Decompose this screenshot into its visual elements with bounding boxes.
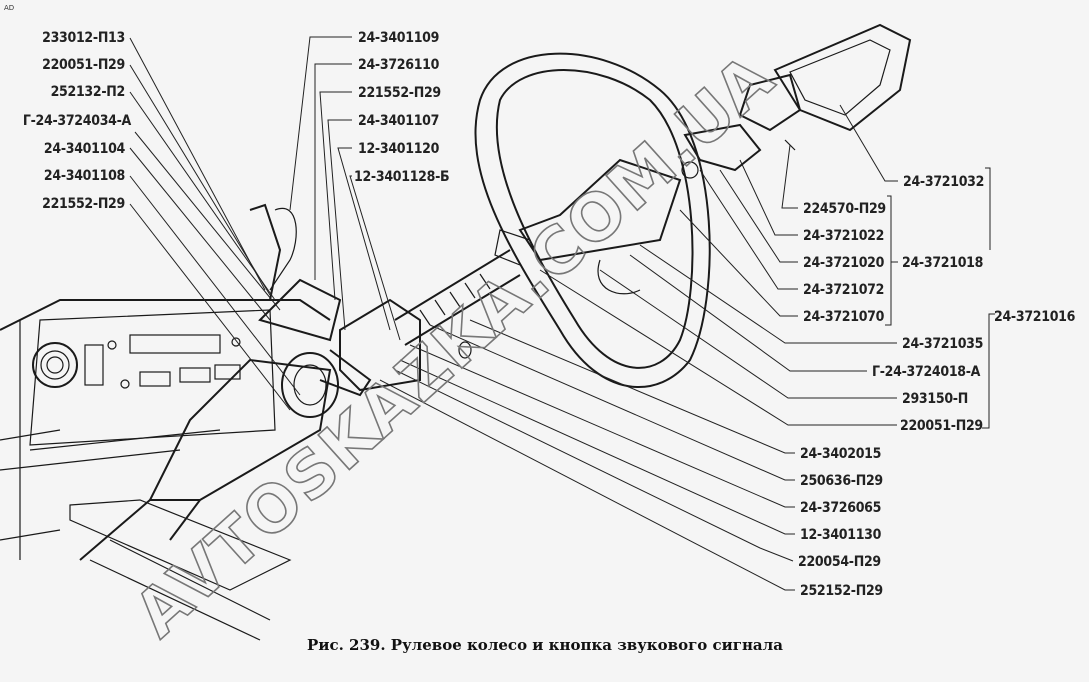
part-label: 220054-П29 — [798, 554, 881, 570]
part-label: 24-3721035 — [902, 336, 983, 352]
right-labels: 24-3721032 224570-П29 24-3721022 24-3721… — [803, 174, 1076, 434]
part-label: 224570-П29 — [803, 201, 886, 217]
part-label: 12-3401120 — [358, 141, 440, 157]
part-label: 24-3401108 — [44, 168, 125, 184]
part-label: 24-3402015 — [800, 446, 881, 462]
part-label: Г-24-3724018-А — [872, 364, 981, 380]
part-label: 233012-П13 — [42, 30, 125, 46]
steering-wheel-drawing — [474, 52, 711, 389]
part-label: 221552-П29 — [42, 196, 125, 212]
part-label: 24-3401107 — [358, 113, 439, 129]
part-label: 24-3726110 — [358, 57, 440, 73]
part-label: 24-3721032 — [903, 174, 984, 190]
part-label: 12-3401128-Б — [354, 169, 449, 185]
part-label: 24-3721022 — [803, 228, 884, 244]
dashboard-drawing — [0, 299, 331, 641]
part-label: 12-3401130 — [800, 527, 882, 543]
bottom-labels: 24-3402015 250636-П29 24-3726065 12-3401… — [798, 446, 883, 599]
part-label: Г-24-3724034-А — [23, 113, 132, 129]
part-label: 293150-П — [902, 391, 968, 407]
group-label: 24-3721016 — [994, 309, 1076, 325]
left-labels: 233012-П13 220051-П29 252132-П2 Г-24-372… — [23, 30, 132, 212]
part-label: 220051-П29 — [900, 418, 983, 434]
part-label: 220051-П29 — [42, 57, 125, 73]
horn-button-drawing — [683, 23, 912, 172]
part-label: 24-3726065 — [800, 500, 881, 516]
corner-mark: AD — [4, 4, 14, 12]
part-label: 24-3721020 — [803, 255, 885, 271]
part-label: 250636-П29 — [800, 473, 883, 489]
part-label: 24-3401104 — [44, 141, 126, 157]
watermark: AVTOSKAZKA.COM.UA — [121, 40, 789, 652]
middle-labels: 24-3401109 24-3726110 221552-П29 24-3401… — [354, 30, 450, 185]
part-label: 252152-П29 — [800, 583, 883, 599]
part-label: 24-3721072 — [803, 282, 884, 298]
part-label: 221552-П29 — [358, 85, 441, 101]
part-label: 24-3401109 — [358, 30, 439, 46]
part-label: 24-3721070 — [803, 309, 885, 325]
figure-caption: Рис. 239. Рулевое колесо и кнопка звуков… — [307, 636, 783, 654]
group-label: 24-3721018 — [902, 255, 983, 271]
part-label: 252132-П2 — [51, 84, 125, 100]
steering-column-drawing — [79, 203, 521, 561]
leader-lines — [129, 36, 995, 591]
